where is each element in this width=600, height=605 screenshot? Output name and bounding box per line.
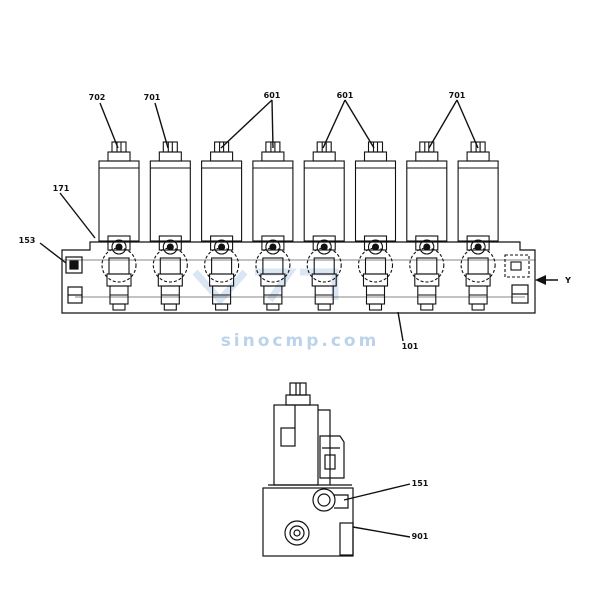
right-port-y [504, 254, 530, 278]
solenoid-valve [252, 141, 294, 311]
solenoid-valve [149, 141, 191, 311]
label-171: 171 [53, 184, 70, 193]
leader-lines [39, 99, 479, 342]
label-901: 901 [412, 532, 429, 541]
label-101: 101 [402, 342, 419, 351]
side-view-leaders [343, 483, 411, 538]
label-701-right: 701 [449, 91, 466, 100]
label-151: 151 [412, 479, 429, 488]
solenoid-valve [303, 141, 345, 311]
label-601-left: 601 [264, 91, 281, 100]
solenoid-valve [98, 141, 140, 311]
left-bottom-port [67, 286, 83, 304]
solenoid-valve [201, 141, 243, 311]
solenoid-valve [354, 141, 397, 311]
label-701-left: 701 [144, 93, 161, 102]
y-arrow [535, 275, 558, 285]
solenoid-valve [406, 141, 448, 311]
watermark-logo [192, 268, 339, 306]
label-y: Y [564, 276, 571, 285]
solenoid-row [98, 141, 499, 311]
solenoid-valve [457, 141, 499, 311]
watermark-text: sinocmp.com [221, 331, 380, 351]
left-port-153 [65, 256, 83, 274]
right-bottom-port [511, 284, 529, 304]
label-702: 702 [89, 93, 106, 102]
side-view-valve [262, 382, 354, 557]
label-601-right: 601 [337, 91, 354, 100]
label-153: 153 [19, 236, 36, 245]
valve-manifold-block [61, 241, 536, 314]
